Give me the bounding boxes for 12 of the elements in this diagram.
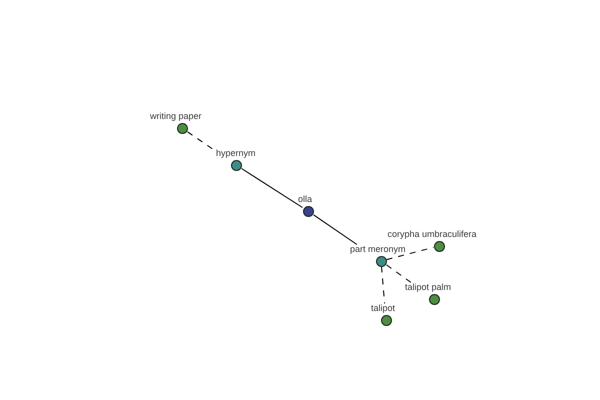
dashed-connector	[381, 266, 386, 304]
node-label: part meronym	[350, 244, 406, 254]
node-label: corypha umbraculifera	[388, 230, 477, 238]
node-label: talipot	[371, 304, 396, 312]
node-label: hypernym	[216, 148, 256, 158]
connector-line	[241, 168, 303, 208]
node-label: writing paper	[150, 112, 202, 120]
node-label: talipot palm	[405, 282, 452, 292]
dashed-connector	[386, 246, 434, 260]
node-label: olla	[298, 194, 312, 204]
dashed-connector	[386, 264, 412, 283]
connector-line	[313, 214, 358, 245]
